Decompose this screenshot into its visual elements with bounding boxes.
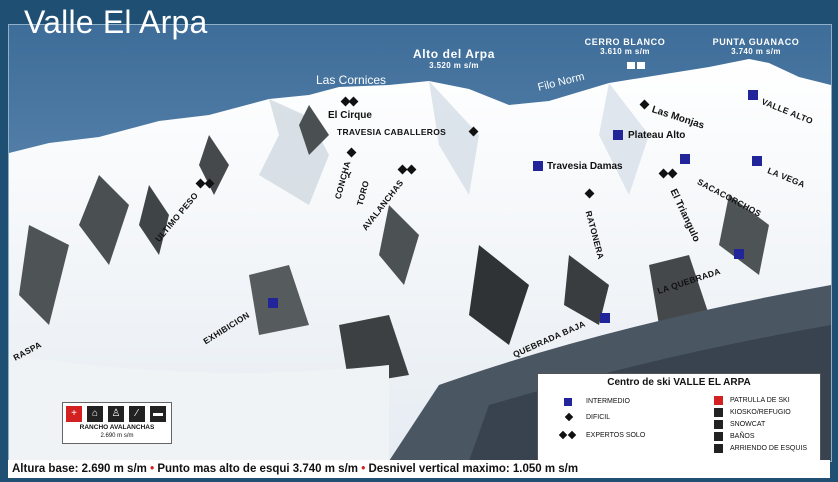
separator-dot: • bbox=[361, 463, 369, 475]
peak-cerro-blanco: CERRO BLANCO 3.610 m s/m bbox=[580, 37, 670, 56]
run-travesia-damas: Travesia Damas bbox=[547, 161, 623, 172]
intermediate-square-icon bbox=[533, 161, 543, 171]
peak-name: CERRO BLANCO bbox=[584, 37, 666, 47]
legend-kiosko: KIOSKO/REFUGIO bbox=[730, 409, 791, 416]
separator-dot: • bbox=[150, 463, 158, 475]
intermediate-square-icon bbox=[600, 313, 610, 323]
peak-name: PUNTA GUANACO bbox=[712, 37, 800, 47]
difficult-diamond-icon bbox=[564, 412, 574, 422]
footer-stats: Altura base: 2.690 m s/m • Punto mas alt… bbox=[8, 460, 830, 478]
snowcat-icon: ▬ bbox=[150, 406, 166, 422]
rancho-elevation: 2.690 m s/m bbox=[100, 433, 134, 439]
peak-punta-guanaco: PUNTA GUANACO 3.740 m s/m bbox=[696, 37, 816, 56]
legend-arriendo: ARRIENDO DE ESQUIS bbox=[730, 445, 808, 452]
ridge-las-cornices: Las Cornices bbox=[316, 73, 387, 87]
snowcat-icon bbox=[714, 420, 723, 429]
legend-dificil: DIFICIL bbox=[586, 414, 611, 421]
legend-banos: BAÑOS bbox=[730, 433, 755, 440]
snowcat-icon bbox=[627, 62, 635, 69]
expert-diamond-icon bbox=[558, 430, 568, 440]
rancho-name: RANCHO AVALANCHAS bbox=[79, 424, 155, 431]
restroom-icon: ♙ bbox=[108, 406, 124, 422]
ski-patrol-icon: + bbox=[66, 406, 82, 422]
footer-base: Altura base: 2.690 m s/m bbox=[12, 463, 147, 475]
intermediate-square-icon bbox=[680, 154, 690, 164]
peak-name: Alto del Arpa bbox=[412, 47, 496, 61]
footer-vertical-drop: Desnivel vertical maximo: 1.050 m s/m bbox=[368, 463, 579, 475]
intermediate-square-icon bbox=[752, 156, 762, 166]
legend: Centro de ski VALLE EL ARPA INTERMEDIO D… bbox=[537, 373, 821, 461]
peak-elevation: 3.610 m s/m bbox=[600, 47, 650, 56]
intermediate-square-icon bbox=[564, 398, 572, 406]
expert-diamond-icon bbox=[567, 430, 577, 440]
run-el-cirque: El Cirque bbox=[328, 110, 372, 121]
intermediate-square-icon bbox=[734, 249, 744, 259]
run-y: Y bbox=[346, 170, 352, 180]
peak-elevation: 3.740 m s/m bbox=[731, 47, 781, 56]
legend-intermedio: INTERMEDIO bbox=[586, 398, 630, 405]
run-plateau-alto: Plateau Alto bbox=[628, 130, 686, 141]
intermediate-square-icon bbox=[748, 90, 758, 100]
peak-alto-del-arpa: Alto del Arpa 3.520 m s/m bbox=[404, 47, 504, 70]
run-travesia-caballeros: TRAVESIA CABALLEROS bbox=[337, 127, 447, 137]
ski-patrol-icon bbox=[714, 396, 723, 405]
footer-highest: Punto mas alto de esqui 3.740 m s/m bbox=[157, 463, 358, 475]
ski-rental-icon: ⁄ bbox=[129, 406, 145, 422]
kiosko-icon bbox=[637, 62, 645, 69]
intermediate-square-icon bbox=[268, 298, 278, 308]
legend-snowcat: SNOWCAT bbox=[730, 421, 766, 428]
page-title: Valle El Arpa bbox=[24, 4, 208, 40]
legend-patrulla: PATRULLA DE SKI bbox=[730, 397, 790, 404]
intermediate-square-icon bbox=[613, 130, 623, 140]
rancho-avalanchas-box: + ⌂ ♙ ⁄ ▬ RANCHO AVALANCHAS 2.690 m s/m bbox=[62, 402, 172, 444]
legend-expertos: EXPERTOS SOLO bbox=[586, 432, 646, 439]
ski-rental-icon bbox=[714, 444, 723, 453]
kiosko-icon bbox=[714, 408, 723, 417]
kiosko-icon: ⌂ bbox=[87, 406, 103, 422]
restroom-icon bbox=[714, 432, 723, 441]
peak-elevation: 3.520 m s/m bbox=[429, 61, 479, 70]
legend-title: Centro de ski VALLE EL ARPA bbox=[607, 377, 751, 388]
